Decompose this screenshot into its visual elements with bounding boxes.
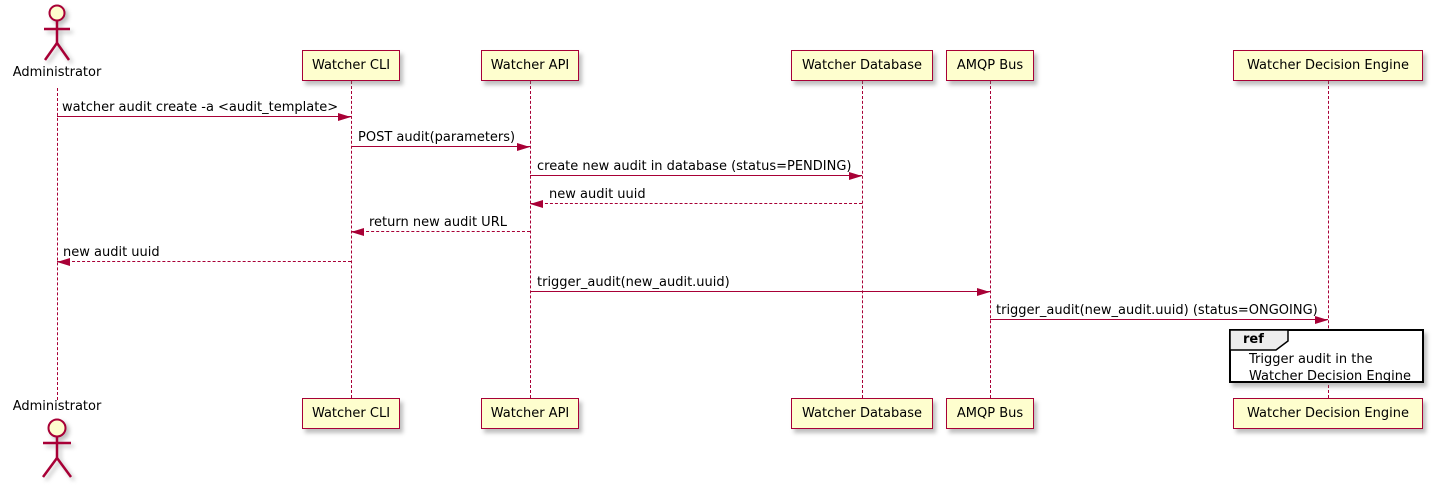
participant-top-watcher-api: Watcher API <box>481 50 579 81</box>
arrowhead-icon <box>977 288 990 296</box>
message-line <box>351 146 530 147</box>
message-label: watcher audit create -a <audit_template> <box>62 100 339 115</box>
ref-text-line: Trigger audit in the <box>1249 352 1373 367</box>
participant-label: AMQP Bus <box>956 58 1024 73</box>
participant-top-watcher-decision-engine: Watcher Decision Engine <box>1233 50 1423 81</box>
arrowhead-icon <box>338 113 351 121</box>
lifeline-watcher-database <box>862 81 863 398</box>
participant-top-amqp-bus: AMQP Bus <box>946 50 1034 81</box>
message-line <box>530 203 862 204</box>
participant-label: Watcher CLI <box>311 58 391 73</box>
actor-icon <box>43 4 71 61</box>
participant-bottom-watcher-database: Watcher Database <box>791 398 933 429</box>
message-label: trigger_audit(new_audit.uuid) <box>537 275 730 290</box>
arrowhead-icon <box>530 200 543 208</box>
message-label: new audit uuid <box>63 245 160 260</box>
lifeline-watcher-decision-engine <box>1328 81 1329 398</box>
message-line <box>57 261 351 262</box>
arrowhead-icon <box>849 172 862 180</box>
participant-top-watcher-cli: Watcher CLI <box>302 50 400 81</box>
participant-label: Watcher Decision Engine <box>1247 406 1409 421</box>
message-label: create new audit in database (status=PEN… <box>537 159 852 174</box>
arrowhead-icon <box>351 228 364 236</box>
participant-label: Watcher Database <box>802 58 922 73</box>
actor-label-top: Administrator <box>12 65 102 80</box>
actor-label-bottom: Administrator <box>12 399 102 414</box>
ref-tab-icon <box>1230 330 1289 351</box>
ref-text-line: Watcher Decision Engine <box>1249 369 1411 384</box>
participant-bottom-watcher-cli: Watcher CLI <box>302 398 400 429</box>
participant-label: Watcher CLI <box>311 406 391 421</box>
message-label: return new audit URL <box>369 215 507 230</box>
ref-fragment: ref Trigger audit in the Watcher Decisio… <box>1229 329 1424 385</box>
message-line <box>530 291 990 292</box>
ref-text: Trigger audit in the Watcher Decision En… <box>1249 351 1411 385</box>
message-line <box>351 231 530 232</box>
participant-label: Watcher Decision Engine <box>1247 58 1409 73</box>
lifeline-amqp-bus <box>990 81 991 398</box>
participant-label: Watcher Database <box>802 406 922 421</box>
participant-label: AMQP Bus <box>956 406 1024 421</box>
participant-label: Watcher API <box>490 406 570 421</box>
lifeline-administrator <box>57 88 58 400</box>
actor-icon <box>41 418 73 478</box>
participant-bottom-watcher-api: Watcher API <box>481 398 579 429</box>
lifeline-watcher-cli <box>351 81 352 398</box>
message-label: trigger_audit(new_audit.uuid) (status=ON… <box>996 303 1318 318</box>
message-label: new audit uuid <box>549 187 646 202</box>
participant-bottom-watcher-decision-engine: Watcher Decision Engine <box>1233 398 1423 429</box>
participant-label: Watcher API <box>490 58 570 73</box>
participant-top-watcher-database: Watcher Database <box>791 50 933 81</box>
arrowhead-icon <box>1315 316 1328 324</box>
message-label: POST audit(parameters) <box>358 130 516 145</box>
message-line <box>990 319 1328 320</box>
lifeline-watcher-api <box>530 81 531 398</box>
participant-bottom-amqp-bus: AMQP Bus <box>946 398 1034 429</box>
arrowhead-icon <box>57 258 70 266</box>
message-line <box>57 116 351 117</box>
ref-keyword: ref <box>1243 332 1264 347</box>
message-line <box>530 175 862 176</box>
arrowhead-icon <box>517 143 530 151</box>
